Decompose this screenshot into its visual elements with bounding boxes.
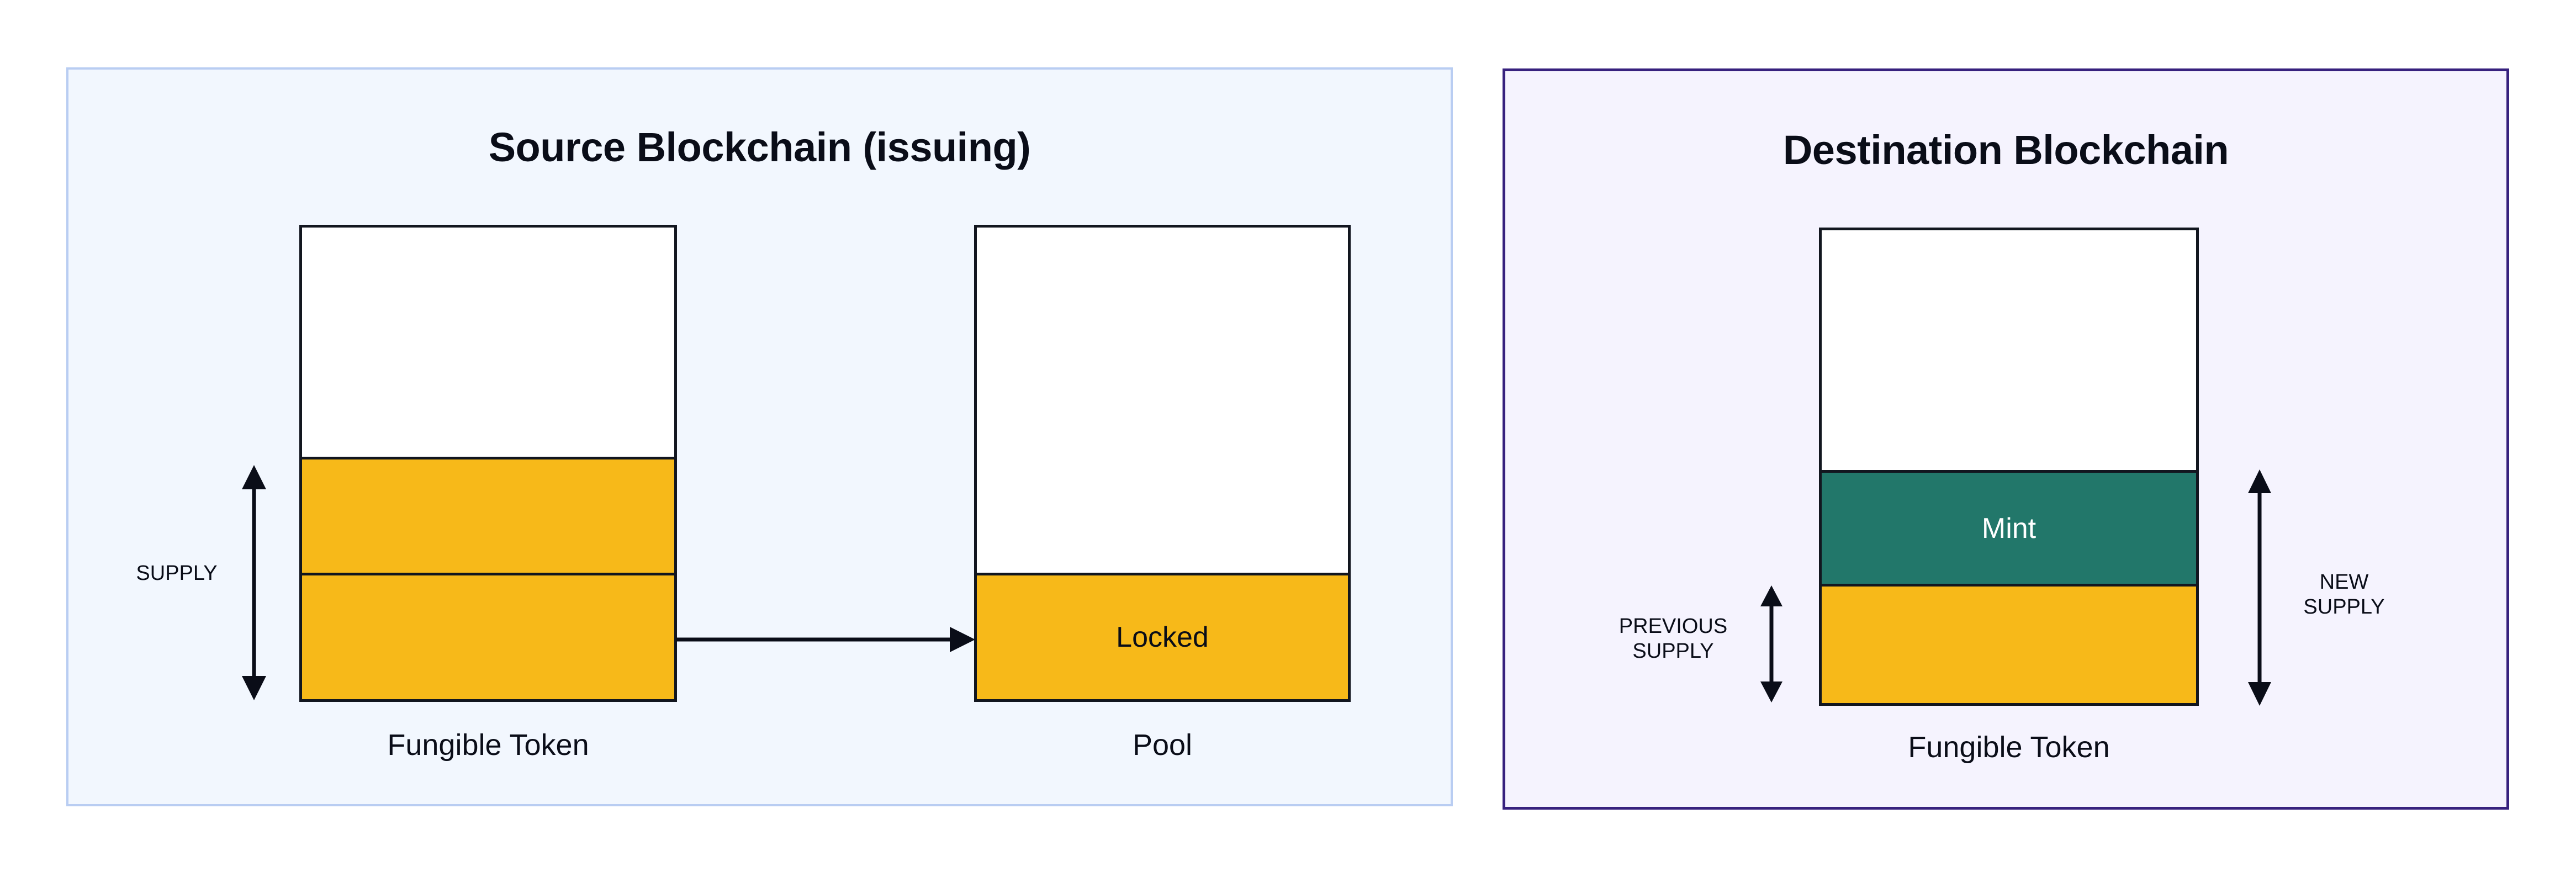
dest-token-mint-label: Mint [1981,512,2037,545]
new-supply-measure-label: NEW SUPPLY [2303,570,2385,619]
dest-token-empty-segment [1822,230,2196,470]
dest-token-previous-supply-segment [1822,584,2196,703]
previous-supply-measure-arrow [1755,584,1788,704]
pool-empty-segment [977,228,1348,573]
destination-fungible-token-caption: Fungible Token [1908,731,2110,764]
pool-locked-segment: Locked [977,573,1348,699]
destination-panel-title: Destination Blockchain [1782,127,2229,173]
source-token-supply-upper-segment [302,457,674,573]
lock-transfer-arrow [676,623,977,656]
dest-token-mint-segment: Mint [1822,470,2196,584]
destination-fungible-token-bar: Mint [1819,228,2199,706]
supply-measure-arrow [237,464,271,701]
pool-bar: Locked [974,225,1351,702]
source-fungible-token-bar [299,225,677,702]
previous-supply-measure-label: PREVIOUS SUPPLY [1618,615,1728,663]
pool-locked-label: Locked [1116,621,1209,653]
source-panel-title: Source Blockchain (issuing) [488,124,1031,170]
source-token-empty-segment [302,228,674,457]
pool-caption: Pool [1132,728,1193,762]
supply-measure-label: SUPPLY [136,562,218,585]
new-supply-measure-arrow [2243,468,2276,707]
source-fungible-token-caption: Fungible Token [387,728,589,762]
source-token-supply-lower-segment [302,573,674,699]
